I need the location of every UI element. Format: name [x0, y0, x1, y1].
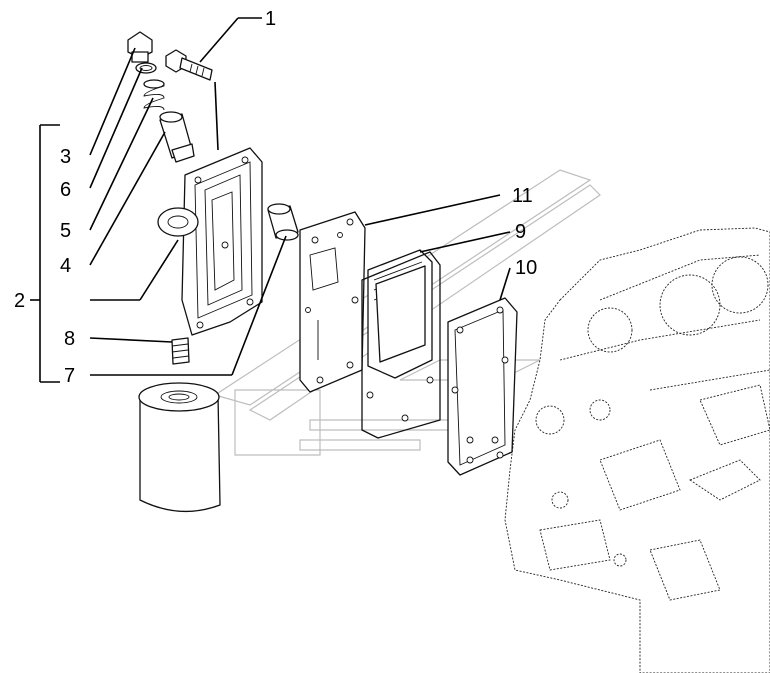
callout-2: 2	[14, 290, 25, 312]
bolt	[165, 49, 213, 81]
callout-9: 9	[515, 221, 526, 243]
engine-block	[504, 227, 770, 673]
callout-8: 8	[64, 328, 75, 350]
callout-6: 6	[60, 179, 71, 201]
relief-valve	[159, 111, 195, 163]
oil-filter	[138, 382, 221, 513]
heat-exchanger	[361, 249, 441, 439]
spring	[143, 79, 165, 111]
callout-5: 5	[60, 220, 71, 242]
callout-labels: 1 2 3 6 5 4 8 7 11 9 10	[14, 8, 537, 387]
callout-11: 11	[512, 185, 533, 207]
callout-3: 3	[60, 146, 71, 168]
nipple-fitting	[171, 337, 190, 365]
gasket-front	[299, 211, 366, 393]
connector-tube	[267, 203, 299, 241]
filter-support-housing	[157, 147, 263, 336]
gasket-rear	[447, 297, 518, 476]
callout-10: 10	[515, 257, 537, 279]
callout-4: 4	[60, 255, 71, 277]
callout-1: 1	[265, 8, 276, 30]
callout-7: 7	[64, 365, 75, 387]
leader-lines	[30, 17, 511, 383]
sealing-ring	[135, 62, 157, 74]
